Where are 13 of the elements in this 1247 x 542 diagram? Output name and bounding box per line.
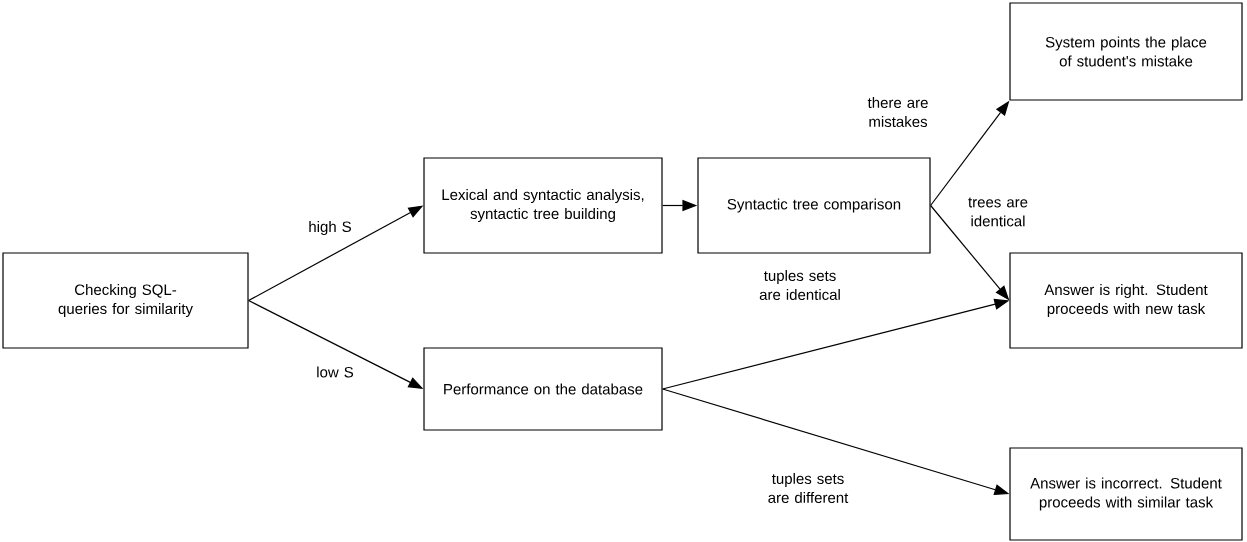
process-box: System points the place of student's mistake: [1009, 2, 1243, 101]
edge-label: tuples sets are different: [768, 473, 849, 503]
edge-label: tuples sets are identical: [759, 270, 840, 300]
process-box: Performance on the database: [423, 347, 663, 431]
edge-label: low S: [317, 366, 354, 378]
edge-label: high S: [309, 221, 351, 235]
process-box: Checking SQL-queries for similarity: [2, 252, 249, 349]
process-box: Lexical and syntactic analysis, syntactic tree building: [423, 157, 663, 254]
process-box: Syntactic tree comparison: [697, 157, 931, 254]
process-box: Answer is right. Student proceeds with new task: [1009, 252, 1243, 349]
process-box: Answer is incorrect. Student proceeds with similar task: [1009, 447, 1243, 541]
edge-label: there are mistakes: [867, 97, 928, 127]
edge-label: trees are identical: [968, 197, 1028, 227]
